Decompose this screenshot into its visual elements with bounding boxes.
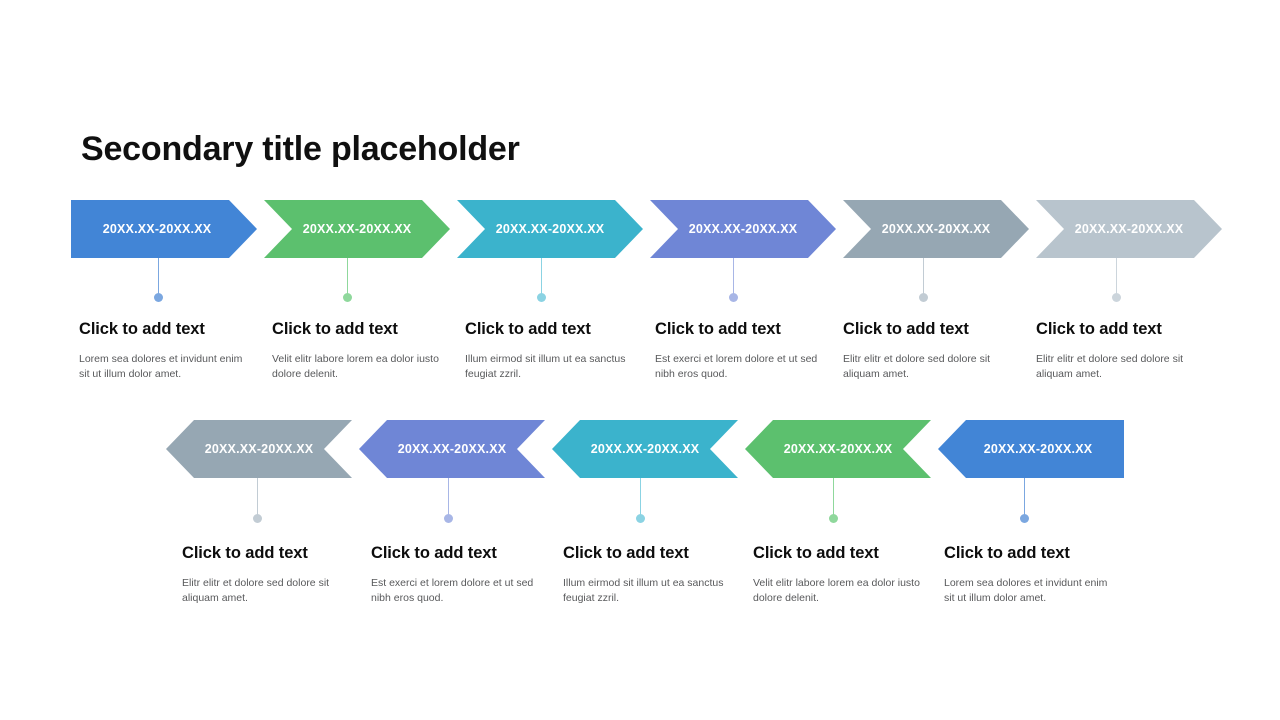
caption-heading[interactable]: Click to add text bbox=[1036, 320, 1162, 338]
caption-heading[interactable]: Click to add text bbox=[272, 320, 398, 338]
timeline-chevron[interactable]: 20XX.XX-20XX.XX bbox=[938, 420, 1124, 478]
timeline-chevron[interactable]: 20XX.XX-20XX.XX bbox=[359, 420, 545, 478]
connector-line bbox=[640, 478, 641, 516]
chevron-date-label: 20XX.XX-20XX.XX bbox=[783, 442, 893, 456]
caption-body-text[interactable]: Est exerci et lorem dolore et ut sed nib… bbox=[371, 577, 534, 604]
chevron-date-label: 20XX.XX-20XX.XX bbox=[983, 442, 1093, 456]
connector-dot bbox=[537, 293, 546, 302]
connector-dot bbox=[636, 514, 645, 523]
connector-line bbox=[1116, 258, 1117, 296]
timeline-chevron[interactable]: 20XX.XX-20XX.XX bbox=[650, 200, 836, 258]
timeline-chevron[interactable]: 20XX.XX-20XX.XX bbox=[457, 200, 643, 258]
caption-body-text[interactable]: Illum eirmod sit illum ut ea sanctus feu… bbox=[465, 353, 626, 380]
caption-heading[interactable]: Click to add text bbox=[843, 320, 969, 338]
caption-body-text[interactable]: Lorem sea dolores et invidunt enim sit u… bbox=[944, 577, 1108, 604]
caption-heading[interactable]: Click to add text bbox=[79, 320, 205, 338]
timeline-chevron[interactable]: 20XX.XX-20XX.XX bbox=[552, 420, 738, 478]
timeline-chevron[interactable]: 20XX.XX-20XX.XX bbox=[843, 200, 1029, 258]
caption-heading[interactable]: Click to add text bbox=[655, 320, 781, 338]
connector-line bbox=[158, 258, 159, 296]
chevron-date-label: 20XX.XX-20XX.XX bbox=[590, 442, 700, 456]
caption-body-text[interactable]: Elitr elitr et dolore sed dolore sit ali… bbox=[1036, 353, 1184, 380]
chevron-date-label: 20XX.XX-20XX.XX bbox=[688, 222, 798, 236]
caption-heading[interactable]: Click to add text bbox=[944, 544, 1070, 562]
timeline-chevron[interactable]: 20XX.XX-20XX.XX bbox=[264, 200, 450, 258]
caption-body-text[interactable]: Velit elitr labore lorem ea dolor iusto … bbox=[272, 353, 439, 380]
chevron-date-label: 20XX.XX-20XX.XX bbox=[881, 222, 991, 236]
timeline-chevron[interactable]: 20XX.XX-20XX.XX bbox=[166, 420, 352, 478]
timeline-chevron[interactable]: 20XX.XX-20XX.XX bbox=[1036, 200, 1222, 258]
connector-dot bbox=[343, 293, 352, 302]
page-title: Secondary title placeholder bbox=[81, 130, 520, 168]
chevron-date-label: 20XX.XX-20XX.XX bbox=[1074, 222, 1184, 236]
chevron-date-label: 20XX.XX-20XX.XX bbox=[495, 222, 605, 236]
connector-dot bbox=[1020, 514, 1029, 523]
caption-heading[interactable]: Click to add text bbox=[371, 544, 497, 562]
connector-dot bbox=[154, 293, 163, 302]
connector-line bbox=[541, 258, 542, 296]
connector-line bbox=[1024, 478, 1025, 516]
connector-line bbox=[923, 258, 924, 296]
caption-body-text[interactable]: Illum eirmod sit illum ut ea sanctus feu… bbox=[563, 577, 724, 604]
connector-dot bbox=[729, 293, 738, 302]
chevron-date-label: 20XX.XX-20XX.XX bbox=[397, 442, 507, 456]
connector-line bbox=[833, 478, 834, 516]
connector-line bbox=[448, 478, 449, 516]
connector-line bbox=[257, 478, 258, 516]
connector-line bbox=[347, 258, 348, 296]
caption-heading[interactable]: Click to add text bbox=[563, 544, 689, 562]
connector-line bbox=[733, 258, 734, 296]
connector-dot bbox=[444, 514, 453, 523]
caption-body-text[interactable]: Velit elitr labore lorem ea dolor iusto … bbox=[753, 577, 920, 604]
chevron-date-label: 20XX.XX-20XX.XX bbox=[102, 222, 212, 236]
caption-body-text[interactable]: Est exerci et lorem dolore et ut sed nib… bbox=[655, 353, 818, 380]
connector-dot bbox=[1112, 293, 1121, 302]
caption-heading[interactable]: Click to add text bbox=[465, 320, 591, 338]
timeline-chevron[interactable]: 20XX.XX-20XX.XX bbox=[745, 420, 931, 478]
caption-heading[interactable]: Click to add text bbox=[753, 544, 879, 562]
connector-dot bbox=[253, 514, 262, 523]
chevron-date-label: 20XX.XX-20XX.XX bbox=[204, 442, 314, 456]
caption-body-text[interactable]: Elitr elitr et dolore sed dolore sit ali… bbox=[843, 353, 991, 380]
timeline-chevron[interactable]: 20XX.XX-20XX.XX bbox=[71, 200, 257, 258]
caption-body-text[interactable]: Elitr elitr et dolore sed dolore sit ali… bbox=[182, 577, 330, 604]
chevron-date-label: 20XX.XX-20XX.XX bbox=[302, 222, 412, 236]
caption-body-text[interactable]: Lorem sea dolores et invidunt enim sit u… bbox=[79, 353, 243, 380]
caption-heading[interactable]: Click to add text bbox=[182, 544, 308, 562]
connector-dot bbox=[829, 514, 838, 523]
connector-dot bbox=[919, 293, 928, 302]
